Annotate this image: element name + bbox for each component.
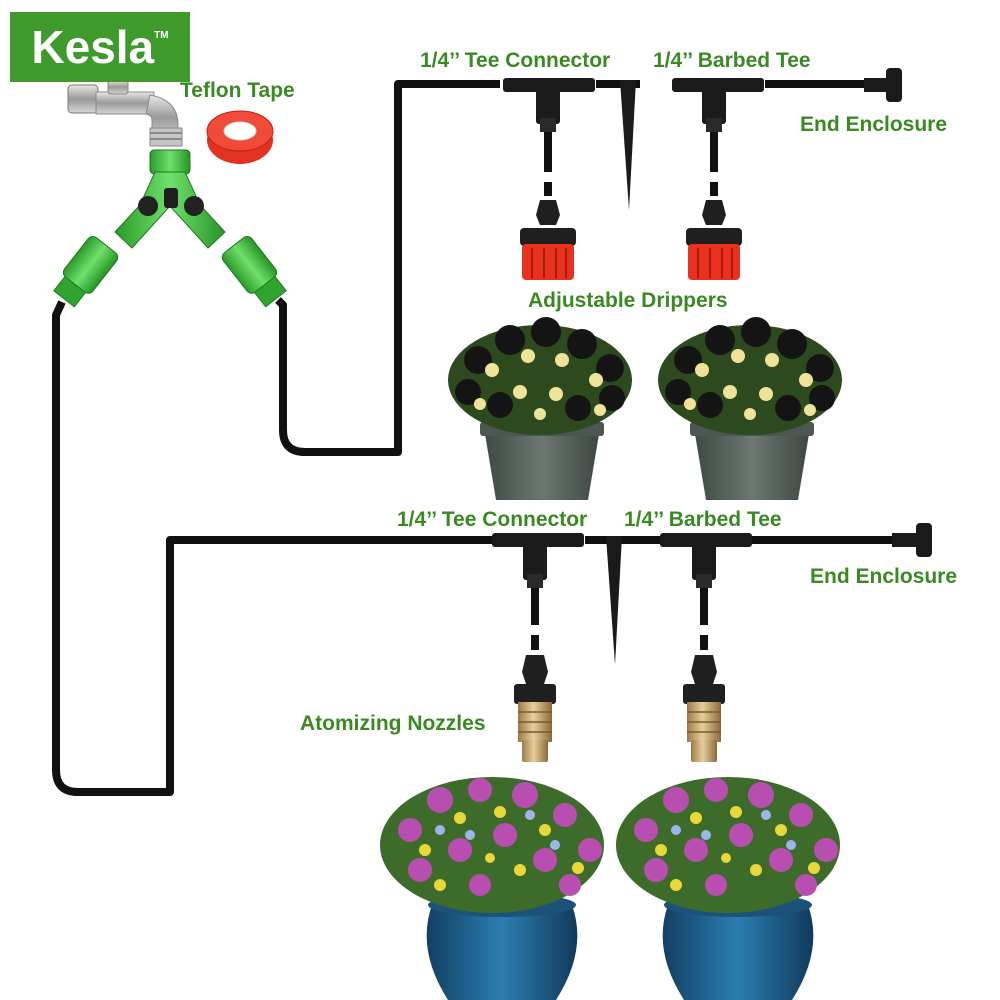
y-splitter-icon — [53, 149, 287, 308]
bottom-end-plug-icon — [892, 523, 932, 557]
flower-pot-icon-bottom-right — [616, 777, 840, 1000]
bottom-barbed-tee-icon — [660, 533, 752, 588]
top-tee-connector-label: 1/4’’ Tee Connector — [420, 49, 611, 72]
bottom-end-enclosure-label: End Enclosure — [810, 565, 958, 588]
flower-pot-icon-top-left — [448, 317, 632, 500]
atomizing-nozzles-label: Atomizing Nozzles — [300, 712, 486, 735]
flower-pot-icon-top-right — [658, 317, 842, 500]
teflon-tape-label: Teflon Tape — [180, 79, 295, 102]
bottom-tee-connector-icon — [492, 533, 584, 588]
nozzle-icon-left — [514, 655, 556, 762]
top-tee-connector-icon — [503, 78, 595, 132]
top-barbed-tee-icon — [672, 78, 764, 132]
brand-logo: Kesla TM — [10, 12, 190, 82]
faucet-icon — [67, 79, 183, 147]
top-stake-icon — [620, 80, 636, 210]
flower-pot-icon-bottom-left — [380, 777, 604, 1000]
adjustable-drippers-label: Adjustable Drippers — [528, 289, 728, 312]
bottom-stake-icon — [606, 536, 622, 665]
nozzle-icon-right — [683, 655, 725, 762]
brand-trademark: TM — [154, 30, 169, 41]
dripper-icon-left — [520, 200, 576, 280]
tubing — [52, 80, 892, 796]
brand-name: Kesla — [31, 21, 155, 73]
teflon-tape-icon — [206, 110, 274, 164]
bottom-barbed-tee-label: 1/4’’ Barbed Tee — [624, 508, 782, 531]
top-end-enclosure-label: End Enclosure — [800, 113, 948, 136]
top-barbed-tee-label: 1/4’’ Barbed Tee — [653, 49, 811, 72]
dripper-icon-right — [686, 200, 742, 280]
bottom-tee-connector-label: 1/4’’ Tee Connector — [397, 508, 588, 531]
drop-tubes — [531, 128, 718, 650]
top-end-plug-icon — [864, 68, 902, 102]
